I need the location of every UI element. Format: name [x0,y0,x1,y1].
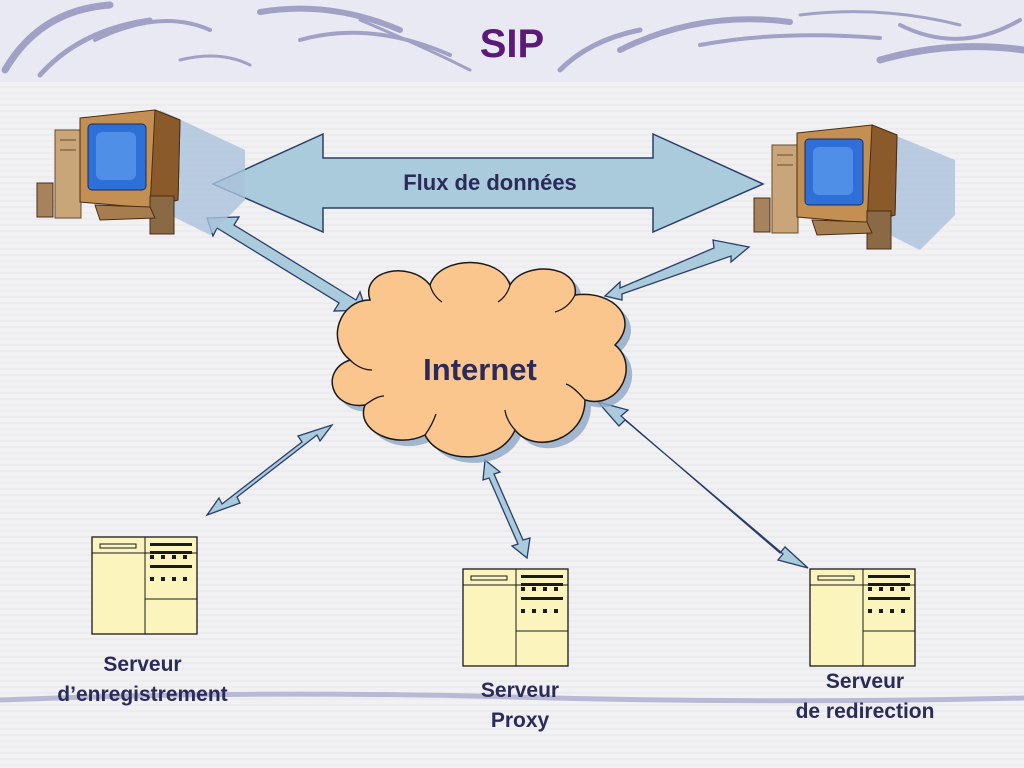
client-computer-right [753,124,955,250]
slide-title: SIP [479,22,545,66]
redirection-server-label-line2: de redirection [795,700,935,723]
title-banner [0,0,1024,82]
redirection-server-label-line1: Serveur [825,670,905,693]
client-computer-left [36,109,245,235]
proxy-server-label: Serveur Proxy [420,676,620,736]
arrow-internet-registration-server [205,423,334,517]
redirection-server-label: Serveur de redirection [760,667,970,727]
data-flow-double-arrow [211,132,765,234]
data-flow-label: Flux de données [403,170,577,195]
registration-server-label: Serveur d’enregistrement [10,650,275,710]
proxy-server-label-line2: Proxy [490,709,550,732]
registration-server-label-line1: Serveur [103,653,182,676]
redirection-server-icon [809,568,916,667]
arrow-computer-right-internet [603,239,751,301]
arrow-internet-redirection-server [596,400,809,569]
proxy-server-label-line1: Serveur [480,679,560,702]
registration-server-label-line2: d’enregistrement [57,683,228,706]
registration-server-icon [91,536,198,635]
internet-cloud [331,261,633,463]
arrow-internet-proxy-server [482,458,531,560]
internet-label: Internet [423,352,537,387]
proxy-server-icon [462,568,569,667]
bottom-decorative-line [0,691,1024,704]
